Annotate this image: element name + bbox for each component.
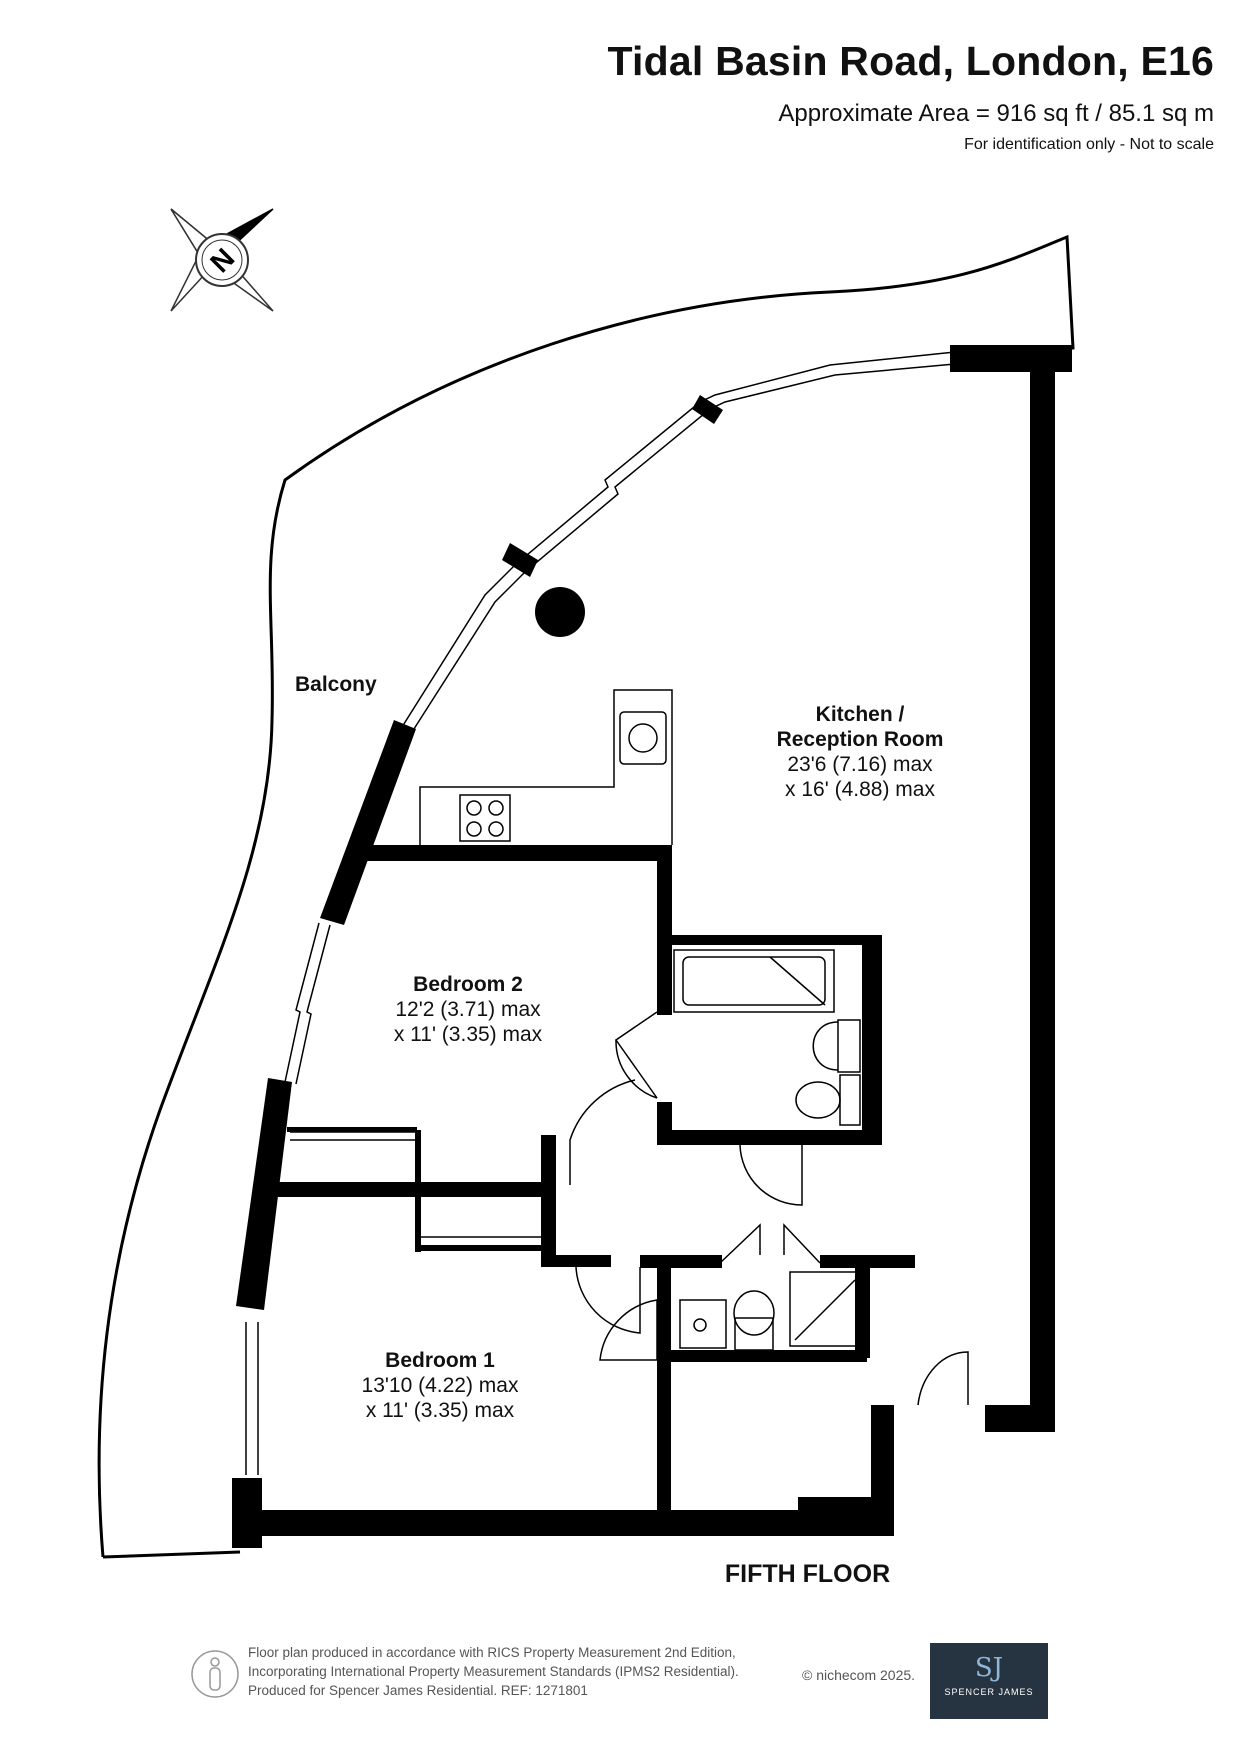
bedroom1-dim-2: x 11' (3.35) max — [365, 1399, 515, 1422]
person-icon — [191, 1650, 239, 1698]
kitchen-name-1: Kitchen / — [815, 703, 905, 726]
balcony-bottom — [102, 1550, 241, 1559]
bathroom-fixtures — [673, 949, 861, 1351]
kitchen-units — [419, 689, 673, 845]
bedroom1-dim-1: 13'10 (4.22) max — [361, 1374, 519, 1397]
footer: Floor plan produced in accordance with R… — [190, 1643, 1070, 1723]
bedroom2-dim-1: 12'2 (3.71) max — [395, 998, 541, 1021]
window-glazing — [245, 351, 956, 1475]
disclaimer-text: For identification only - Not to scale — [964, 136, 1214, 153]
balcony-label: Balcony — [295, 673, 377, 696]
kitchen-dim-2: x 16' (4.88) max — [785, 778, 935, 801]
footer-copyright: © nichecom 2025. — [802, 1667, 916, 1683]
footer-line-1: Floor plan produced in accordance with R… — [248, 1645, 736, 1660]
kitchen-label: Kitchen / Reception Room 23'6 (7.16) max… — [740, 702, 980, 802]
interior-walls — [277, 845, 915, 1520]
balcony-outline — [97, 234, 1075, 1558]
kitchen-name-2: Reception Room — [776, 728, 944, 751]
company-logo: SJ SPENCER JAMES — [930, 1643, 1048, 1719]
kitchen-dim-1: 23'6 (7.16) max — [787, 753, 933, 776]
footer-text: Floor plan produced in accordance with R… — [248, 1643, 739, 1700]
compass-icon: N — [170, 208, 274, 312]
area-text: Approximate Area = 916 sq ft / 85.1 sq m — [778, 100, 1214, 127]
footer-line-3: Produced for Spencer James Residential. … — [248, 1683, 588, 1698]
window-mullions — [502, 345, 1072, 577]
door-swings — [569, 1011, 969, 1406]
logo-monogram: SJ — [974, 1653, 1004, 1683]
floor-label: FIFTH FLOOR — [724, 1560, 891, 1588]
page-title: Tidal Basin Road, London, E16 — [607, 38, 1214, 84]
exterior-walls — [232, 372, 1055, 1548]
footer-line-2: Incorporating International Property Mea… — [248, 1664, 739, 1679]
bedroom2-name: Bedroom 2 — [413, 973, 523, 996]
bedroom1-name: Bedroom 1 — [385, 1349, 495, 1372]
bedroom2-label: Bedroom 2 12'2 (3.71) max x 11' (3.35) m… — [368, 972, 568, 1047]
structural-column — [535, 587, 585, 637]
bedroom1-label: Bedroom 1 13'10 (4.22) max x 11' (3.35) … — [340, 1348, 540, 1423]
logo-brand: SPENCER JAMES — [944, 1687, 1034, 1697]
wardrobe-doors — [290, 1131, 541, 1238]
bedroom2-dim-2: x 11' (3.35) max — [393, 1023, 543, 1046]
